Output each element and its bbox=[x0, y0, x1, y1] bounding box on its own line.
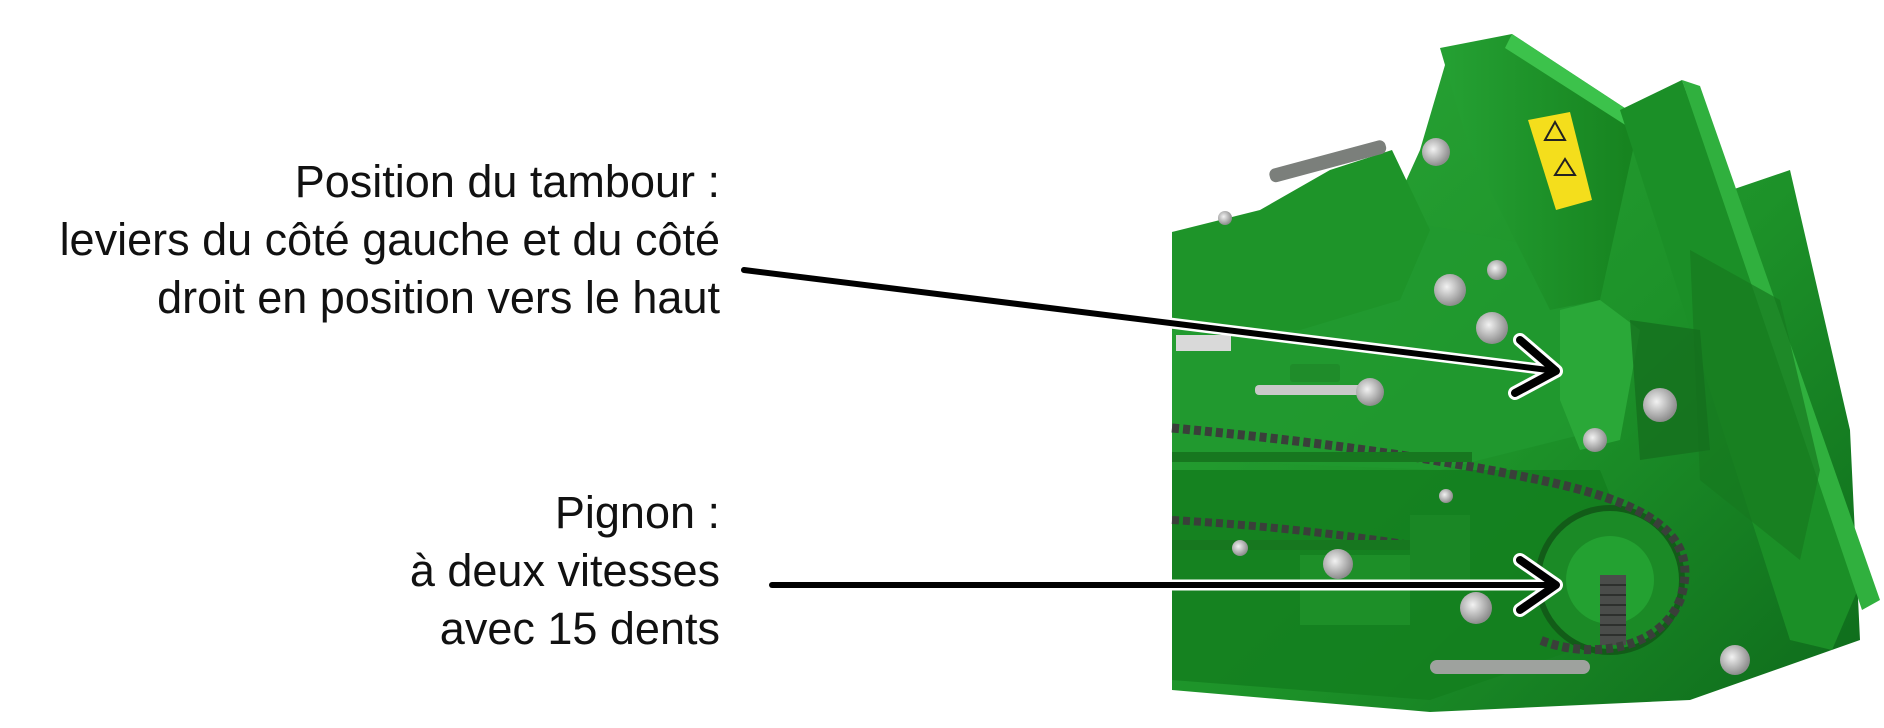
hood-plate bbox=[1440, 34, 1640, 310]
sprocket-arrow bbox=[766, 553, 1563, 617]
drum-lever bbox=[1560, 300, 1640, 450]
drum-position-title: Position du tambour : bbox=[294, 156, 720, 207]
drum-position-line-2: droit en position vers le haut bbox=[157, 272, 720, 323]
drum-position-callout: Position du tambour : leviers du côté ga… bbox=[60, 153, 720, 327]
sprocket-callout: Pignon : à deux vitesses avec 15 dents bbox=[410, 484, 720, 658]
sprocket-line-1: à deux vitesses bbox=[409, 545, 720, 596]
drum-position-arrow bbox=[738, 264, 1563, 400]
sprocket-title: Pignon : bbox=[554, 487, 720, 538]
bolts bbox=[1218, 138, 1750, 675]
machine-body bbox=[1171, 34, 1880, 712]
sprocket-line-2: avec 15 dents bbox=[439, 603, 720, 654]
drum-position-line-1: leviers du côté gauche et du côté bbox=[59, 214, 720, 265]
warning-label bbox=[1528, 112, 1592, 210]
drive-chain bbox=[1171, 423, 1690, 655]
shaft bbox=[1600, 575, 1626, 645]
